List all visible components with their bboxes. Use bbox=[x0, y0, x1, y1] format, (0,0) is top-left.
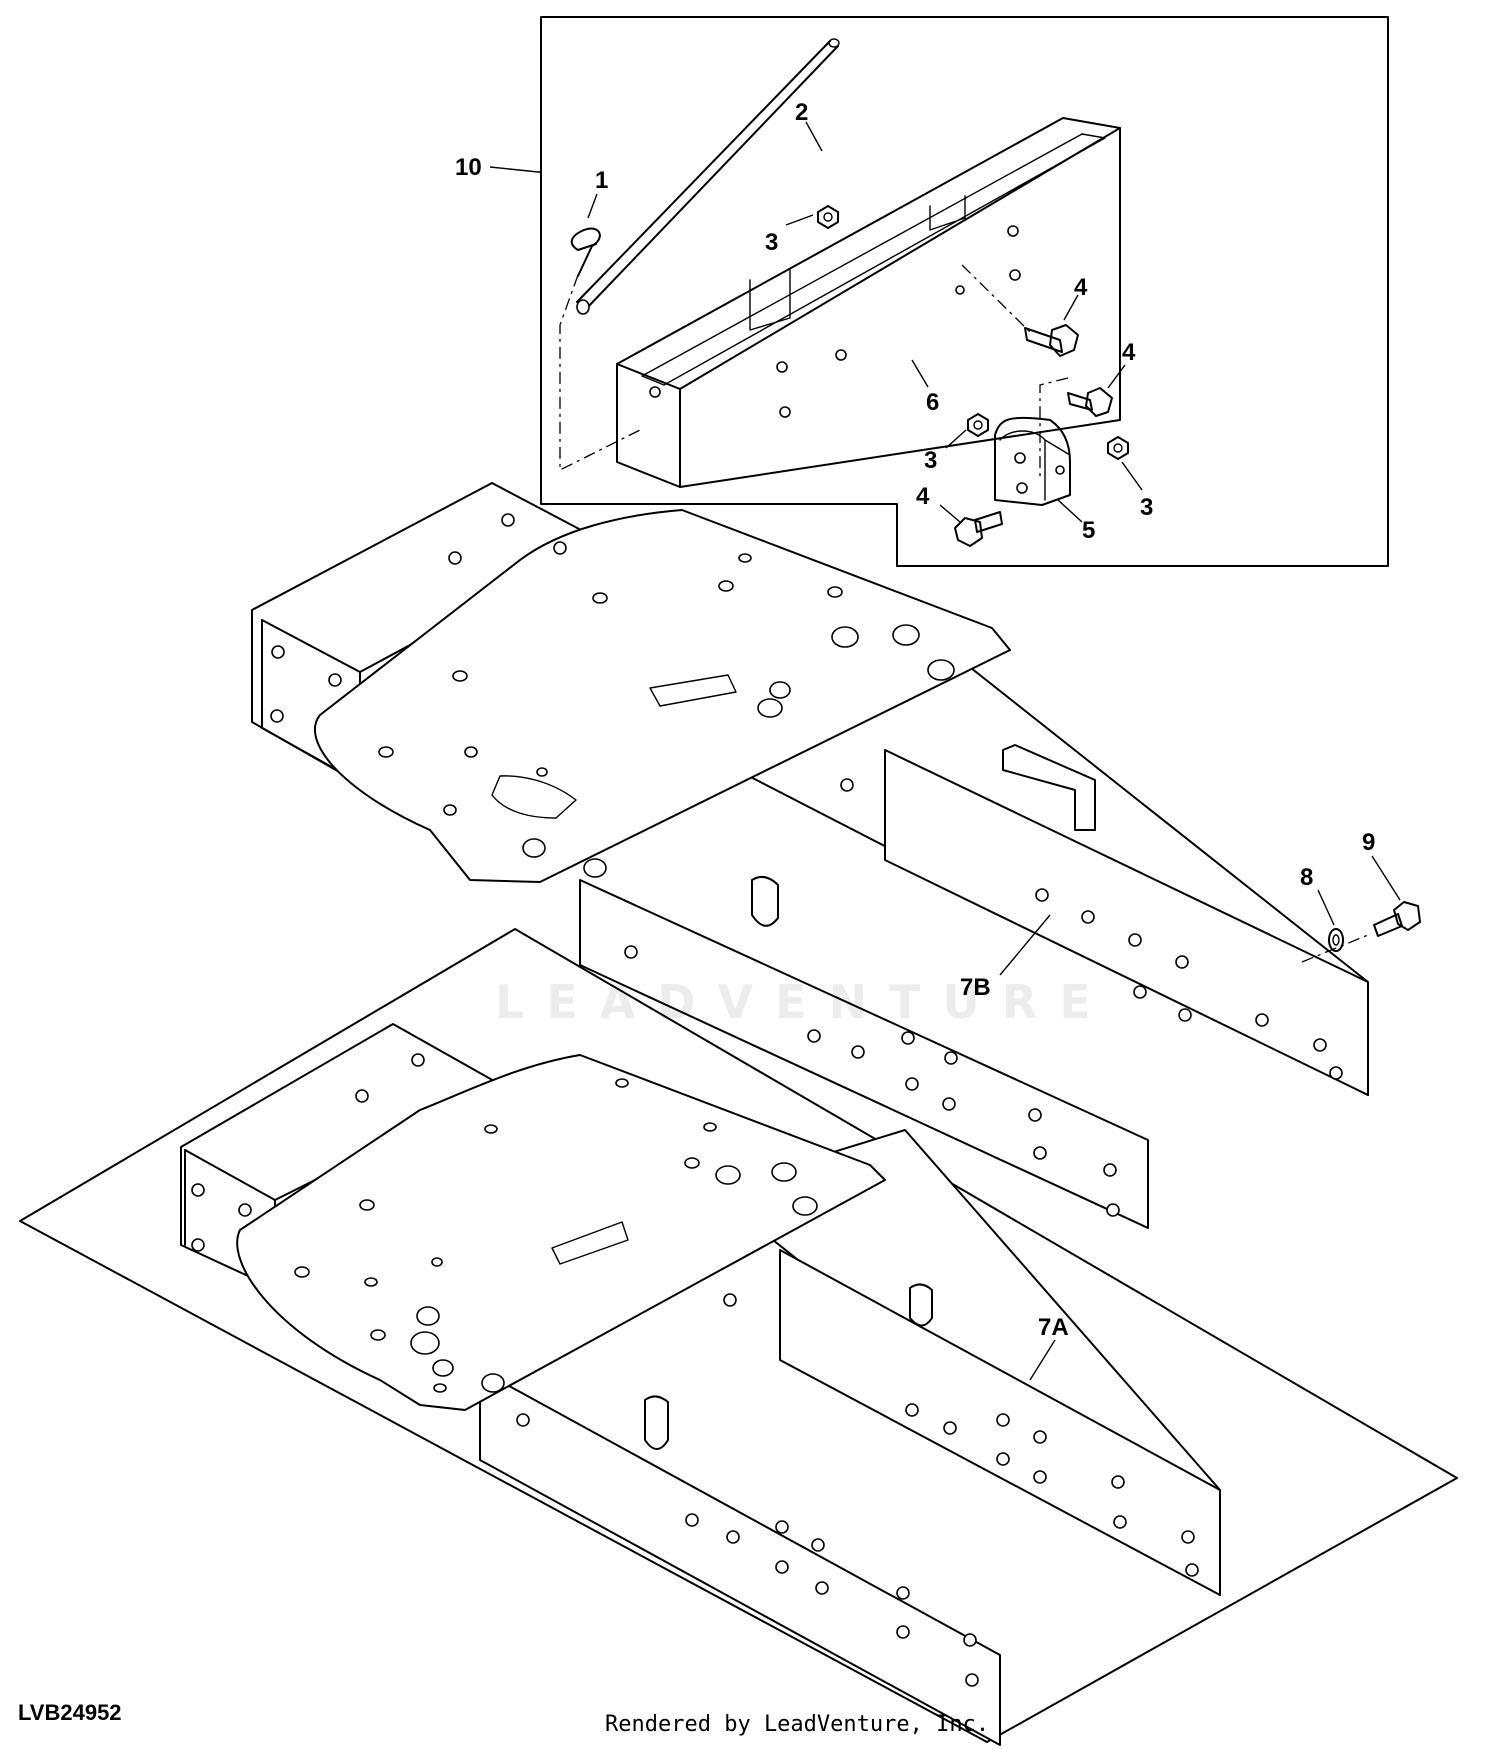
callout-10: 10 bbox=[455, 154, 482, 181]
callout-3-left: 3 bbox=[924, 447, 937, 474]
render-credit: Rendered by LeadVenture, Inc. bbox=[605, 1712, 990, 1737]
washer-part-8 bbox=[1328, 928, 1344, 952]
nut-right bbox=[1107, 436, 1129, 460]
frame-assembly-7a bbox=[180, 1023, 1221, 1746]
callout-3-right: 3 bbox=[1140, 494, 1153, 521]
inset-frame bbox=[540, 16, 1389, 567]
alignment-line-bolt bbox=[961, 264, 1031, 333]
weight-channel-part bbox=[616, 117, 1121, 488]
callout-4-upper: 4 bbox=[1074, 274, 1088, 301]
callout-8: 8 bbox=[1300, 864, 1313, 891]
callout-labels: 10 2 1 3 4 4 6 3 3 4 5 9 8 7B 7A bbox=[455, 99, 1375, 1341]
leader-lines bbox=[489, 121, 1401, 1381]
alignment-line-bracket bbox=[1039, 377, 1069, 480]
hair-pin-part bbox=[570, 227, 601, 277]
callout-3-upper: 3 bbox=[765, 229, 778, 256]
callout-1: 1 bbox=[595, 167, 608, 194]
frame-assembly-7b bbox=[251, 482, 1369, 1229]
watermark: LEADVENTURE bbox=[495, 975, 1113, 1029]
alignment-line-pin bbox=[559, 274, 641, 472]
bolt-upper bbox=[1024, 324, 1079, 357]
callout-7a: 7A bbox=[1038, 1314, 1069, 1341]
callout-7b: 7B bbox=[960, 974, 991, 1001]
rod-part bbox=[576, 38, 840, 315]
callout-6: 6 bbox=[926, 389, 939, 416]
callout-4-lower: 4 bbox=[916, 483, 930, 510]
callout-2: 2 bbox=[795, 99, 808, 126]
bracket-part bbox=[994, 416, 1071, 506]
bolt-middle bbox=[1067, 387, 1113, 417]
bolt-lower bbox=[954, 511, 1003, 547]
ground-panel bbox=[19, 928, 1458, 1743]
callout-9: 9 bbox=[1362, 829, 1375, 856]
nut-upper bbox=[817, 205, 839, 229]
callout-5: 5 bbox=[1082, 517, 1095, 544]
callout-4-middle: 4 bbox=[1122, 339, 1136, 366]
figure-id: LVB24952 bbox=[18, 1700, 122, 1725]
bolt-part-9 bbox=[1301, 901, 1421, 963]
nut-left bbox=[967, 413, 989, 437]
